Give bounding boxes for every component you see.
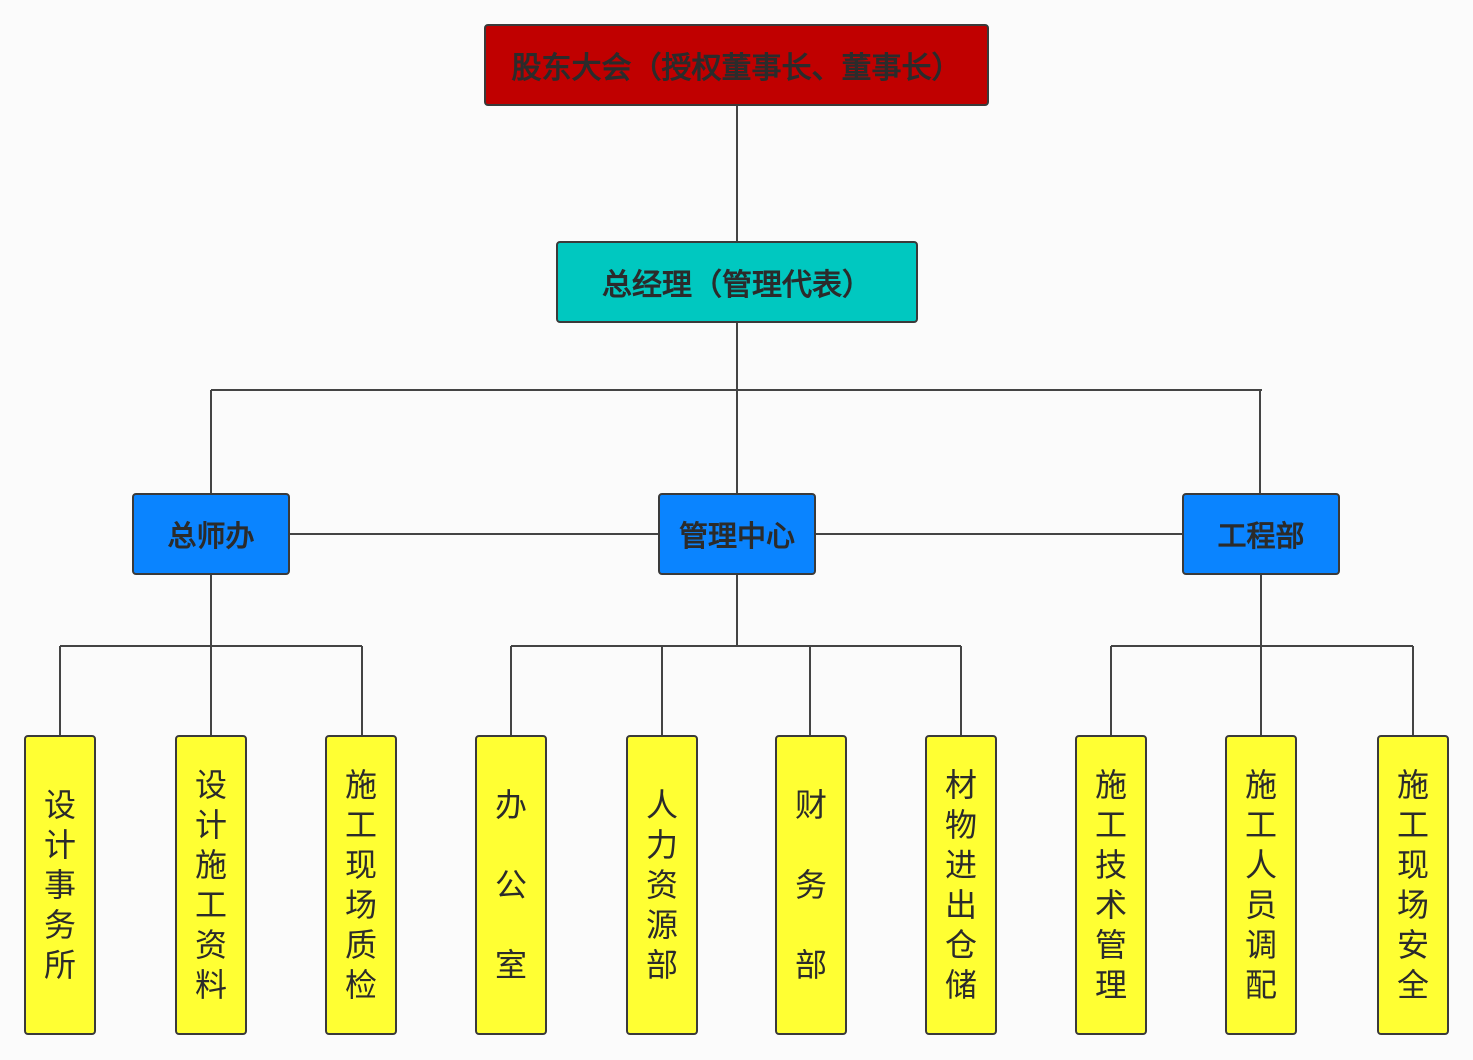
leaf-caiwu-jinchu-cangchu-label: 材物进出仓储 [944, 766, 977, 1004]
leaf-sheji-shigong-ziliao-label: 设计施工资料 [194, 766, 227, 1004]
node-dept-zongshiban[interactable]: 总师办 [132, 493, 290, 575]
leaf-shigong-jishu-guanli[interactable]: 施工技术管理 [1075, 735, 1147, 1035]
node-dept-gongchengbu[interactable]: 工程部 [1182, 493, 1340, 575]
leaf-shigong-jishu-guanli-label: 施工技术管理 [1094, 766, 1127, 1004]
leaf-shigong-xianchang-anquan[interactable]: 施工现场安全 [1377, 735, 1449, 1035]
node-shareholders-meeting[interactable]: 股东大会（授权董事长、董事长） [484, 24, 989, 106]
leaf-shigong-xianchang-zhijian[interactable]: 施工现场质检 [325, 735, 397, 1035]
leaf-renli-ziyuanbu-label: 人力资源部 [645, 786, 678, 984]
leaf-sheji-shiwusuo-label: 设计事务所 [43, 786, 76, 984]
leaf-shigong-renyuan-diaopei-label: 施工人员调配 [1244, 766, 1277, 1004]
node-dept-gongchengbu-label: 工程部 [1217, 519, 1305, 553]
leaf-caiwubu[interactable]: 财务部 [775, 735, 847, 1035]
node-general-manager[interactable]: 总经理（管理代表） [556, 241, 918, 323]
leaf-shigong-xianchang-zhijian-label: 施工现场质检 [344, 766, 377, 1004]
node-dept-guanlizhongxin-label: 管理中心 [678, 519, 795, 553]
leaf-caiwu-jinchu-cangchu[interactable]: 材物进出仓储 [925, 735, 997, 1035]
leaf-sheji-shigong-ziliao[interactable]: 设计施工资料 [175, 735, 247, 1035]
leaf-bangongshi[interactable]: 办公室 [475, 735, 547, 1035]
leaf-sheji-shiwusuo[interactable]: 设计事务所 [24, 735, 96, 1035]
leaf-shigong-renyuan-diaopei[interactable]: 施工人员调配 [1225, 735, 1297, 1035]
node-general-manager-label: 总经理（管理代表） [602, 268, 872, 303]
leaf-bangongshi-label: 办公室 [494, 786, 527, 984]
leaf-caiwubu-label: 财务部 [794, 786, 827, 984]
node-dept-zongshiban-label: 总师办 [167, 519, 255, 553]
node-dept-guanlizhongxin[interactable]: 管理中心 [658, 493, 816, 575]
leaf-shigong-xianchang-anquan-label: 施工现场安全 [1396, 766, 1429, 1004]
leaf-renli-ziyuanbu[interactable]: 人力资源部 [626, 735, 698, 1035]
node-shareholders-meeting-label: 股东大会（授权董事长、董事长） [511, 51, 962, 86]
